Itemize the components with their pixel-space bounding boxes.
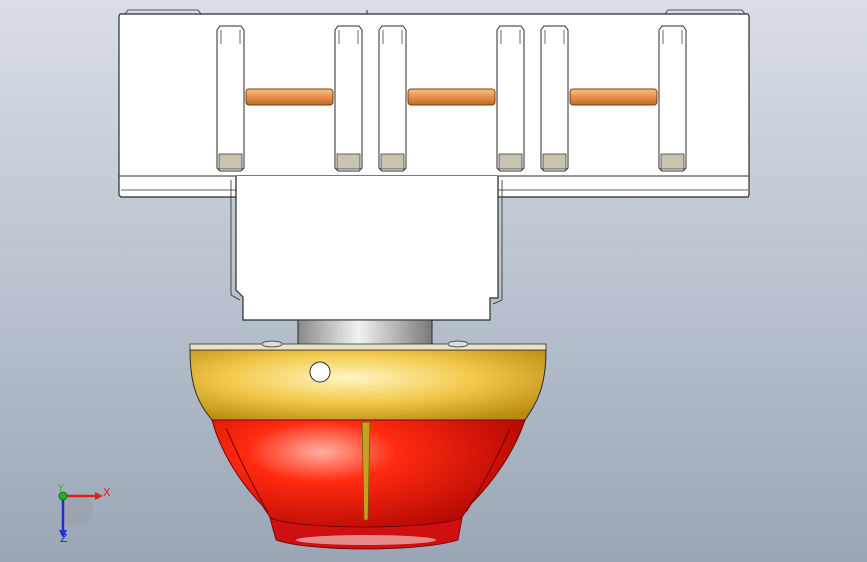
contact-bridges [245, 88, 658, 106]
terminal-post [216, 25, 245, 172]
contact-bridge [569, 88, 658, 106]
terminal-post [496, 25, 525, 172]
terminal-post [540, 25, 569, 172]
collar-hole [309, 361, 331, 383]
actuator-housing[interactable] [230, 176, 503, 321]
red-mushroom-cap[interactable] [211, 419, 526, 550]
y-axis-dot [58, 491, 68, 501]
actuator-stem[interactable] [297, 319, 433, 349]
terminal-post [334, 25, 363, 172]
x-axis-label: X [103, 486, 111, 499]
terminal-post [658, 25, 687, 172]
terminal-post [378, 25, 407, 172]
z-axis-label: Z [60, 532, 68, 545]
y-axis-label: Y [58, 484, 64, 494]
contact-bridge [407, 88, 496, 106]
contact-terminals [216, 25, 687, 172]
contact-bridge [245, 88, 334, 106]
axis-triad [58, 491, 103, 538]
yellow-collar[interactable] [189, 340, 547, 421]
